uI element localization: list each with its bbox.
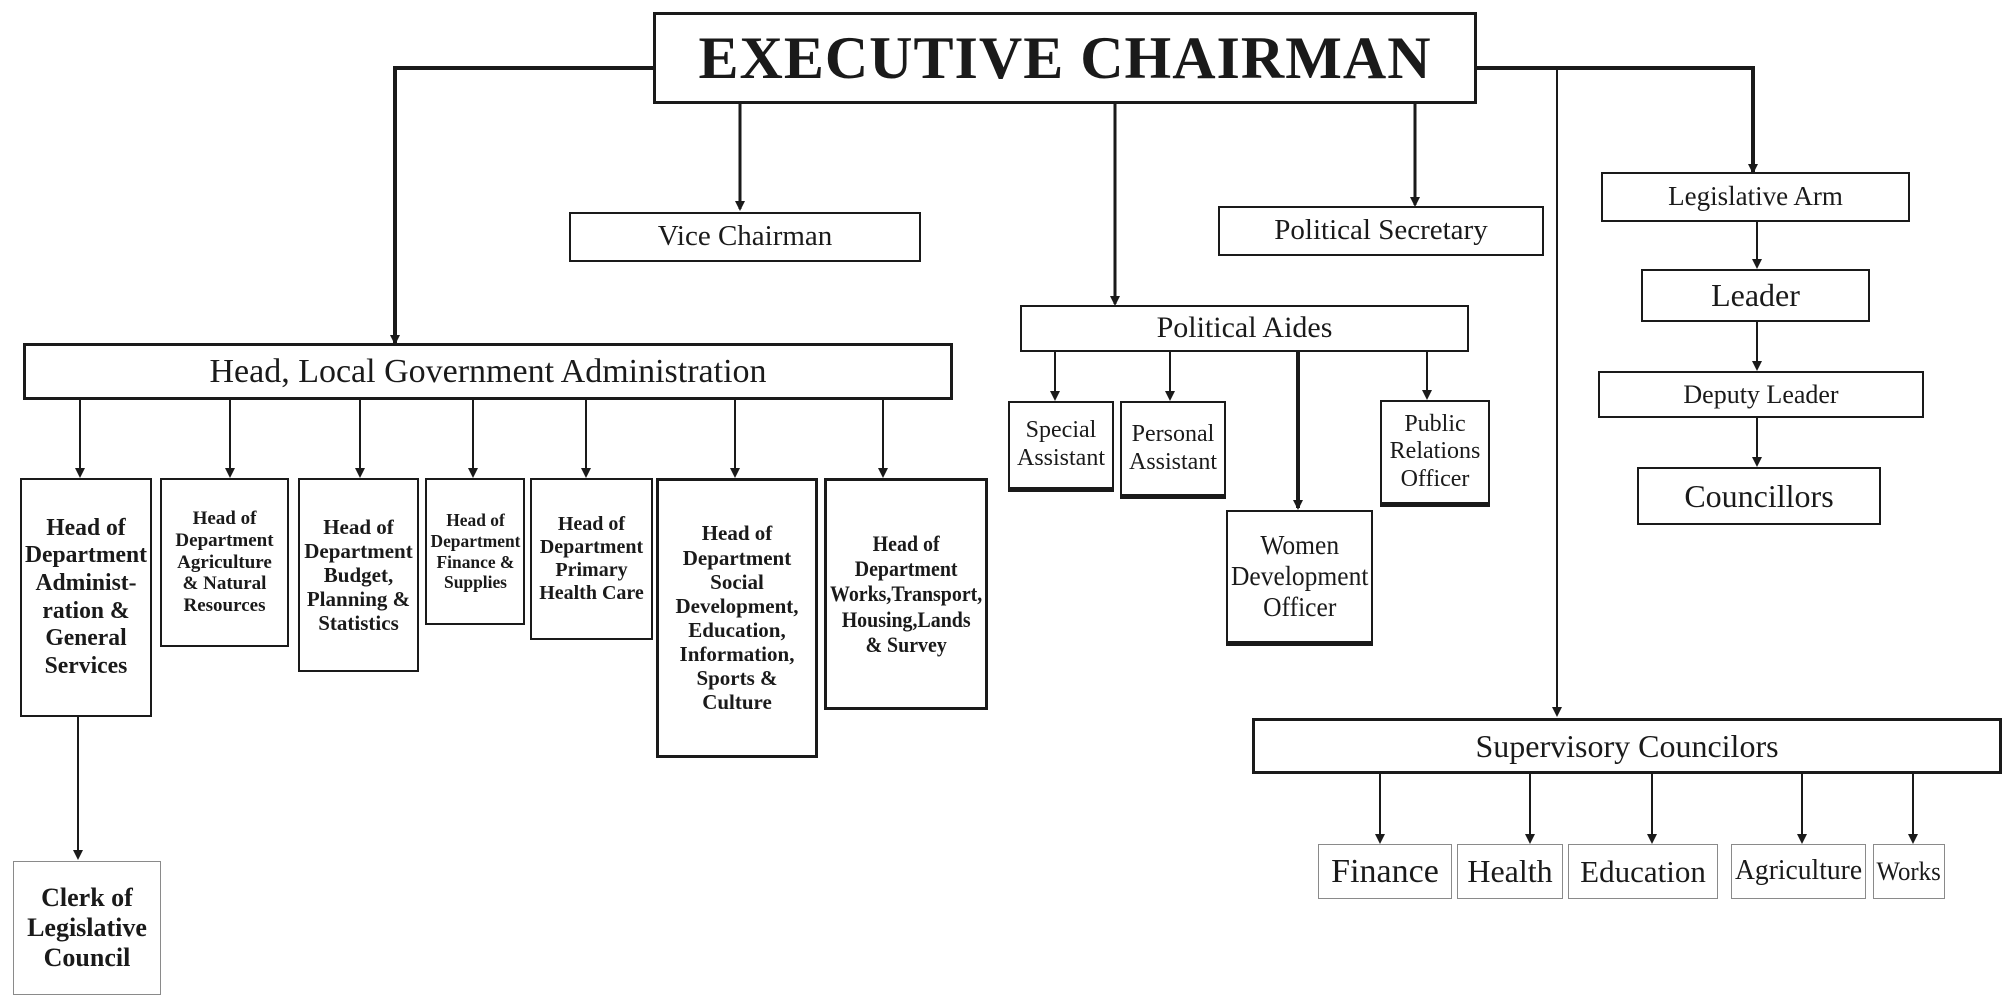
- supervisory-finance-box: Finance: [1318, 844, 1452, 899]
- special-assistant-box: Special Assistant: [1008, 401, 1114, 492]
- vice-chairman-box: Vice Chairman: [569, 212, 921, 262]
- connector-chairman-to-legislative: [1475, 66, 1758, 174]
- public-relations-officer-box: Public Relations Officer: [1380, 400, 1490, 507]
- women-development-officer-box: Women Development Officer: [1226, 510, 1373, 646]
- hod-administration-box: Head of Department Administ- ration & Ge…: [20, 478, 152, 717]
- political-aides-box: Political Aides: [1020, 305, 1469, 352]
- supervisory-councilors-box: Supervisory Councilors: [1252, 718, 2002, 774]
- supervisory-education-box: Education: [1568, 844, 1718, 899]
- councillors-box: Councillors: [1637, 467, 1881, 525]
- clerk-legislative-council-box: Clerk of Legislative Council: [13, 861, 161, 995]
- hod-works-box: Head of Department Works,Transport, Hous…: [824, 478, 988, 710]
- legislative-arm-box: Legislative Arm: [1601, 172, 1910, 222]
- personal-assistant-box: Personal Assistant: [1120, 401, 1226, 499]
- political-secretary-box: Political Secretary: [1218, 206, 1544, 256]
- hod-social-development-box: Head of Department Social Development, E…: [656, 478, 818, 758]
- supervisory-health-box: Health: [1457, 844, 1563, 899]
- supervisory-works-box: Works: [1873, 844, 1945, 899]
- head-local-government-administration-box: Head, Local Government Administration: [23, 343, 953, 400]
- leader-box: Leader: [1641, 269, 1870, 322]
- executive-chairman-box: EXECUTIVE CHAIRMAN: [653, 12, 1477, 104]
- supervisory-agriculture-box: Agriculture: [1731, 844, 1866, 899]
- hod-agriculture-box: Head of Department Agriculture & Natural…: [160, 478, 289, 647]
- connector-chairman-to-head-lga: [390, 66, 653, 345]
- deputy-leader-box: Deputy Leader: [1598, 371, 1924, 418]
- hod-finance-box: Head of Department Finance & Supplies: [425, 478, 525, 625]
- hod-primary-health-care-box: Head of Department Primary Health Care: [530, 478, 653, 640]
- hod-budget-box: Head of Department Budget, Planning & St…: [298, 478, 419, 672]
